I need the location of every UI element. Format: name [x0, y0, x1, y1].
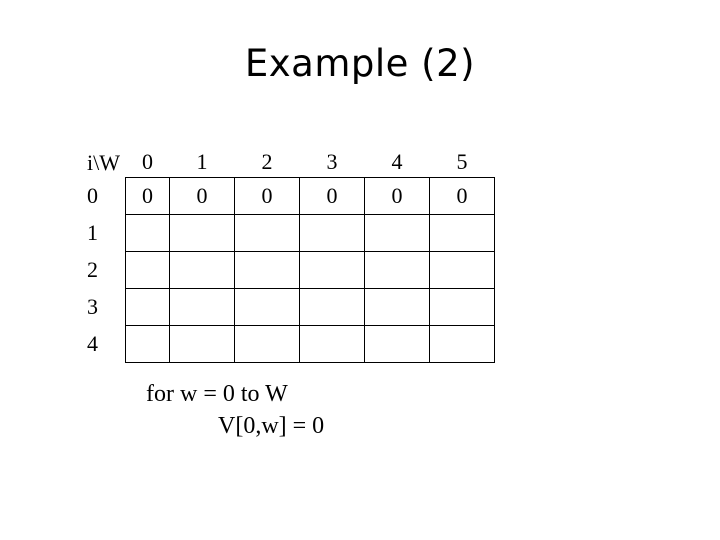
table-cell: 0: [125, 177, 170, 215]
table-cell: [234, 288, 300, 326]
row-header: 0: [87, 183, 98, 208]
table-cell: 0: [364, 177, 430, 215]
column-header: 4: [391, 149, 403, 174]
column-header: 1: [196, 149, 208, 174]
table-row: 4: [80, 325, 495, 363]
table-cell: [125, 214, 170, 252]
table-cell: [299, 288, 365, 326]
table-cell: [234, 214, 300, 252]
table-cell: [234, 325, 300, 363]
column-header: 3: [326, 149, 338, 174]
table-row: 0 0 0 0 0 0 0: [80, 177, 495, 215]
row-header: 3: [87, 294, 98, 319]
table-cell: [169, 325, 235, 363]
table-cell: 0: [429, 177, 495, 215]
table-row: 2: [80, 251, 495, 289]
header-row: i\W 0 1 2 3 4 5: [80, 140, 495, 178]
column-header: 0: [142, 149, 153, 174]
table-cell: [299, 214, 365, 252]
table-cell: [429, 325, 495, 363]
table-cell: [299, 325, 365, 363]
table-cell: [364, 214, 430, 252]
table-cell: [299, 251, 365, 289]
table-cell: 0: [299, 177, 365, 215]
code-line-assign: V[0,w] = 0: [218, 413, 325, 439]
table-cell: [169, 251, 235, 289]
table-cell: [429, 288, 495, 326]
corner-label: i\W: [87, 149, 120, 175]
column-header: 5: [456, 149, 468, 174]
table-cell: [125, 251, 170, 289]
dp-table: i\W 0 1 2 3 4 5 0 0 0 0 0 0 0 1: [80, 140, 495, 363]
slide-title: Example (2): [244, 42, 476, 85]
code-block: for w = 0 to W V[0,w] = 0: [146, 378, 324, 442]
table-cell: [169, 214, 235, 252]
row-header: 1: [87, 220, 98, 245]
table-cell: [234, 251, 300, 289]
table-cell: 0: [234, 177, 300, 215]
code-line-for: for w = 0 to W: [146, 381, 288, 407]
table-cell: 0: [169, 177, 235, 215]
table-cell: [364, 325, 430, 363]
row-header: 4: [87, 331, 98, 356]
row-header: 2: [87, 257, 98, 282]
table-row: 3: [80, 288, 495, 326]
table-cell: [429, 214, 495, 252]
table-cell: [169, 288, 235, 326]
table-cell: [364, 251, 430, 289]
table-cell: [364, 288, 430, 326]
table-cell: [125, 325, 170, 363]
table-row: 1: [80, 214, 495, 252]
table-cell: [125, 288, 170, 326]
table-cell: [429, 251, 495, 289]
column-header: 2: [261, 149, 273, 174]
